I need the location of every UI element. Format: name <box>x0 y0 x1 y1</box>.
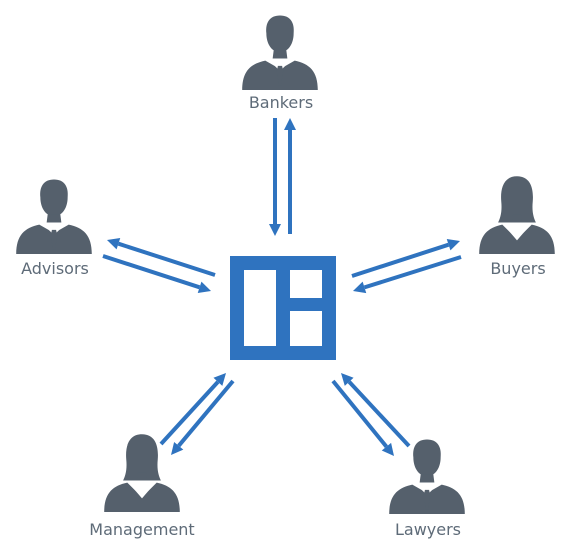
node-bankers: Bankers <box>242 15 318 112</box>
arrow-to-hub-from-management <box>159 373 226 446</box>
node-advisors: Advisors <box>16 179 92 278</box>
arrow-head <box>171 441 184 455</box>
connector-arrows <box>102 118 462 456</box>
arrow-shaft <box>102 254 201 290</box>
node-label-bankers: Bankers <box>249 93 313 112</box>
arrow-to-lawyers <box>331 379 394 456</box>
businessman-icon <box>242 15 318 90</box>
arrow-to-hub-from-buyers <box>353 255 462 294</box>
arrow-shaft <box>117 241 216 277</box>
arrow-shaft <box>351 242 450 278</box>
node-label-buyers: Buyers <box>490 259 545 278</box>
arrow-to-hub-from-advisors <box>102 254 211 294</box>
arrow-head <box>341 373 354 386</box>
businesswoman-icon <box>479 176 555 254</box>
arrow-shaft <box>177 379 235 448</box>
arrow-to-hub-from-lawyers <box>341 373 411 448</box>
arrow-to-management <box>171 379 235 455</box>
businesswoman-icon <box>104 434 180 512</box>
businessman-icon <box>389 439 465 514</box>
hub-top-right-panel <box>290 270 322 298</box>
hub-icon <box>230 256 336 360</box>
arrow-shaft <box>159 380 220 446</box>
arrow-head <box>353 281 367 294</box>
node-buyers: Buyers <box>479 176 555 278</box>
arrow-to-advisors <box>107 237 216 277</box>
node-lawyers: Lawyers <box>389 439 465 539</box>
node-label-management: Management <box>89 520 194 539</box>
arrow-to-buyers <box>351 238 460 278</box>
arrow-shaft <box>331 379 388 448</box>
arrow-shaft <box>347 380 411 448</box>
hub-bottom-right-panel <box>290 311 322 346</box>
arrow-to-bankers <box>284 118 296 234</box>
arrow-shaft <box>363 255 462 290</box>
arrow-head <box>381 442 394 456</box>
node-label-lawyers: Lawyers <box>395 520 461 539</box>
node-label-advisors: Advisors <box>21 259 89 278</box>
arrow-head <box>107 237 121 250</box>
arrow-head <box>213 373 226 386</box>
node-management: Management <box>89 434 195 539</box>
arrow-to-hub-from-bankers <box>269 118 281 236</box>
arrow-head <box>446 238 460 251</box>
arrow-head <box>197 281 211 294</box>
arrow-head <box>284 118 296 130</box>
hub-left-panel <box>244 270 276 346</box>
businessman-icon <box>16 179 92 254</box>
arrow-head <box>269 224 281 236</box>
